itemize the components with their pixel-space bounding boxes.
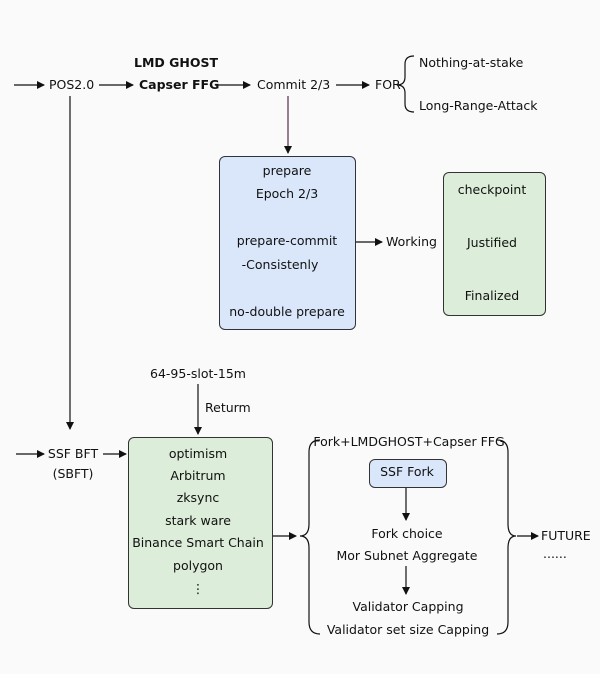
l2-item: Arbitrum — [170, 468, 226, 483]
ssf-group-title: Fork+LMDGHOST+Capser FFG — [313, 434, 505, 449]
epoch-label: Epoch 2/3 — [255, 186, 319, 201]
casper-ffg-label: Capser FFG — [139, 77, 220, 92]
commit-label: Commit 2/3 — [257, 77, 331, 92]
prepare-label: prepare — [262, 163, 312, 178]
l2-item: stark ware — [165, 513, 231, 528]
finalized-label: Finalized — [464, 288, 520, 303]
validator-set-size-capping-label: Validator set size Capping — [326, 622, 490, 637]
ssf-bft-label: SSF BFT — [47, 446, 99, 461]
future-label: FUTURE — [541, 528, 591, 543]
l2-more-dots: ⋮ — [191, 581, 205, 596]
l2-item: zksync — [176, 490, 220, 505]
subnet-aggregate-label: Mor Subnet Aggregate — [336, 548, 478, 563]
ssf-fork-box — [369, 459, 447, 488]
future-dots: ...... — [543, 546, 567, 561]
ssf-fork-label: SSF Fork — [380, 464, 434, 479]
prepare-commit-label: prepare-commit — [236, 233, 338, 248]
checkpoint-box — [443, 172, 546, 316]
nothing-at-stake-label: Nothing-at-stake — [419, 55, 524, 70]
sbft-label: (SBFT) — [52, 466, 94, 481]
long-range-attack-label: Long-Range-Attack — [419, 98, 538, 113]
ssf-group-right-brace — [496, 439, 517, 635]
working-label: Working — [386, 234, 437, 249]
returm-label: Returm — [205, 400, 251, 415]
lmd-ghost-label: LMD GHOST — [133, 55, 219, 70]
fork-choice-label: Fork choice — [371, 526, 443, 541]
for-brace — [396, 55, 415, 113]
ssf-group-left-brace — [299, 439, 321, 635]
pos-label: POS2.0 — [49, 77, 95, 92]
l2-item: Binance Smart Chain — [132, 535, 264, 550]
l2-box — [128, 437, 273, 609]
l2-item: polygon — [173, 558, 223, 573]
for-label: FOR — [375, 77, 401, 92]
no-double-prepare-label: no-double prepare — [229, 304, 345, 319]
consistently-label: -Consistenly — [241, 257, 319, 272]
checkpoint-label: checkpoint — [457, 182, 527, 197]
justified-label: Justified — [467, 235, 517, 250]
validator-capping-label: Validator Capping — [352, 599, 464, 614]
slot-label: 64-95-slot-15m — [150, 366, 246, 381]
l2-item: optimism — [168, 446, 228, 461]
prepare-box — [219, 156, 356, 330]
